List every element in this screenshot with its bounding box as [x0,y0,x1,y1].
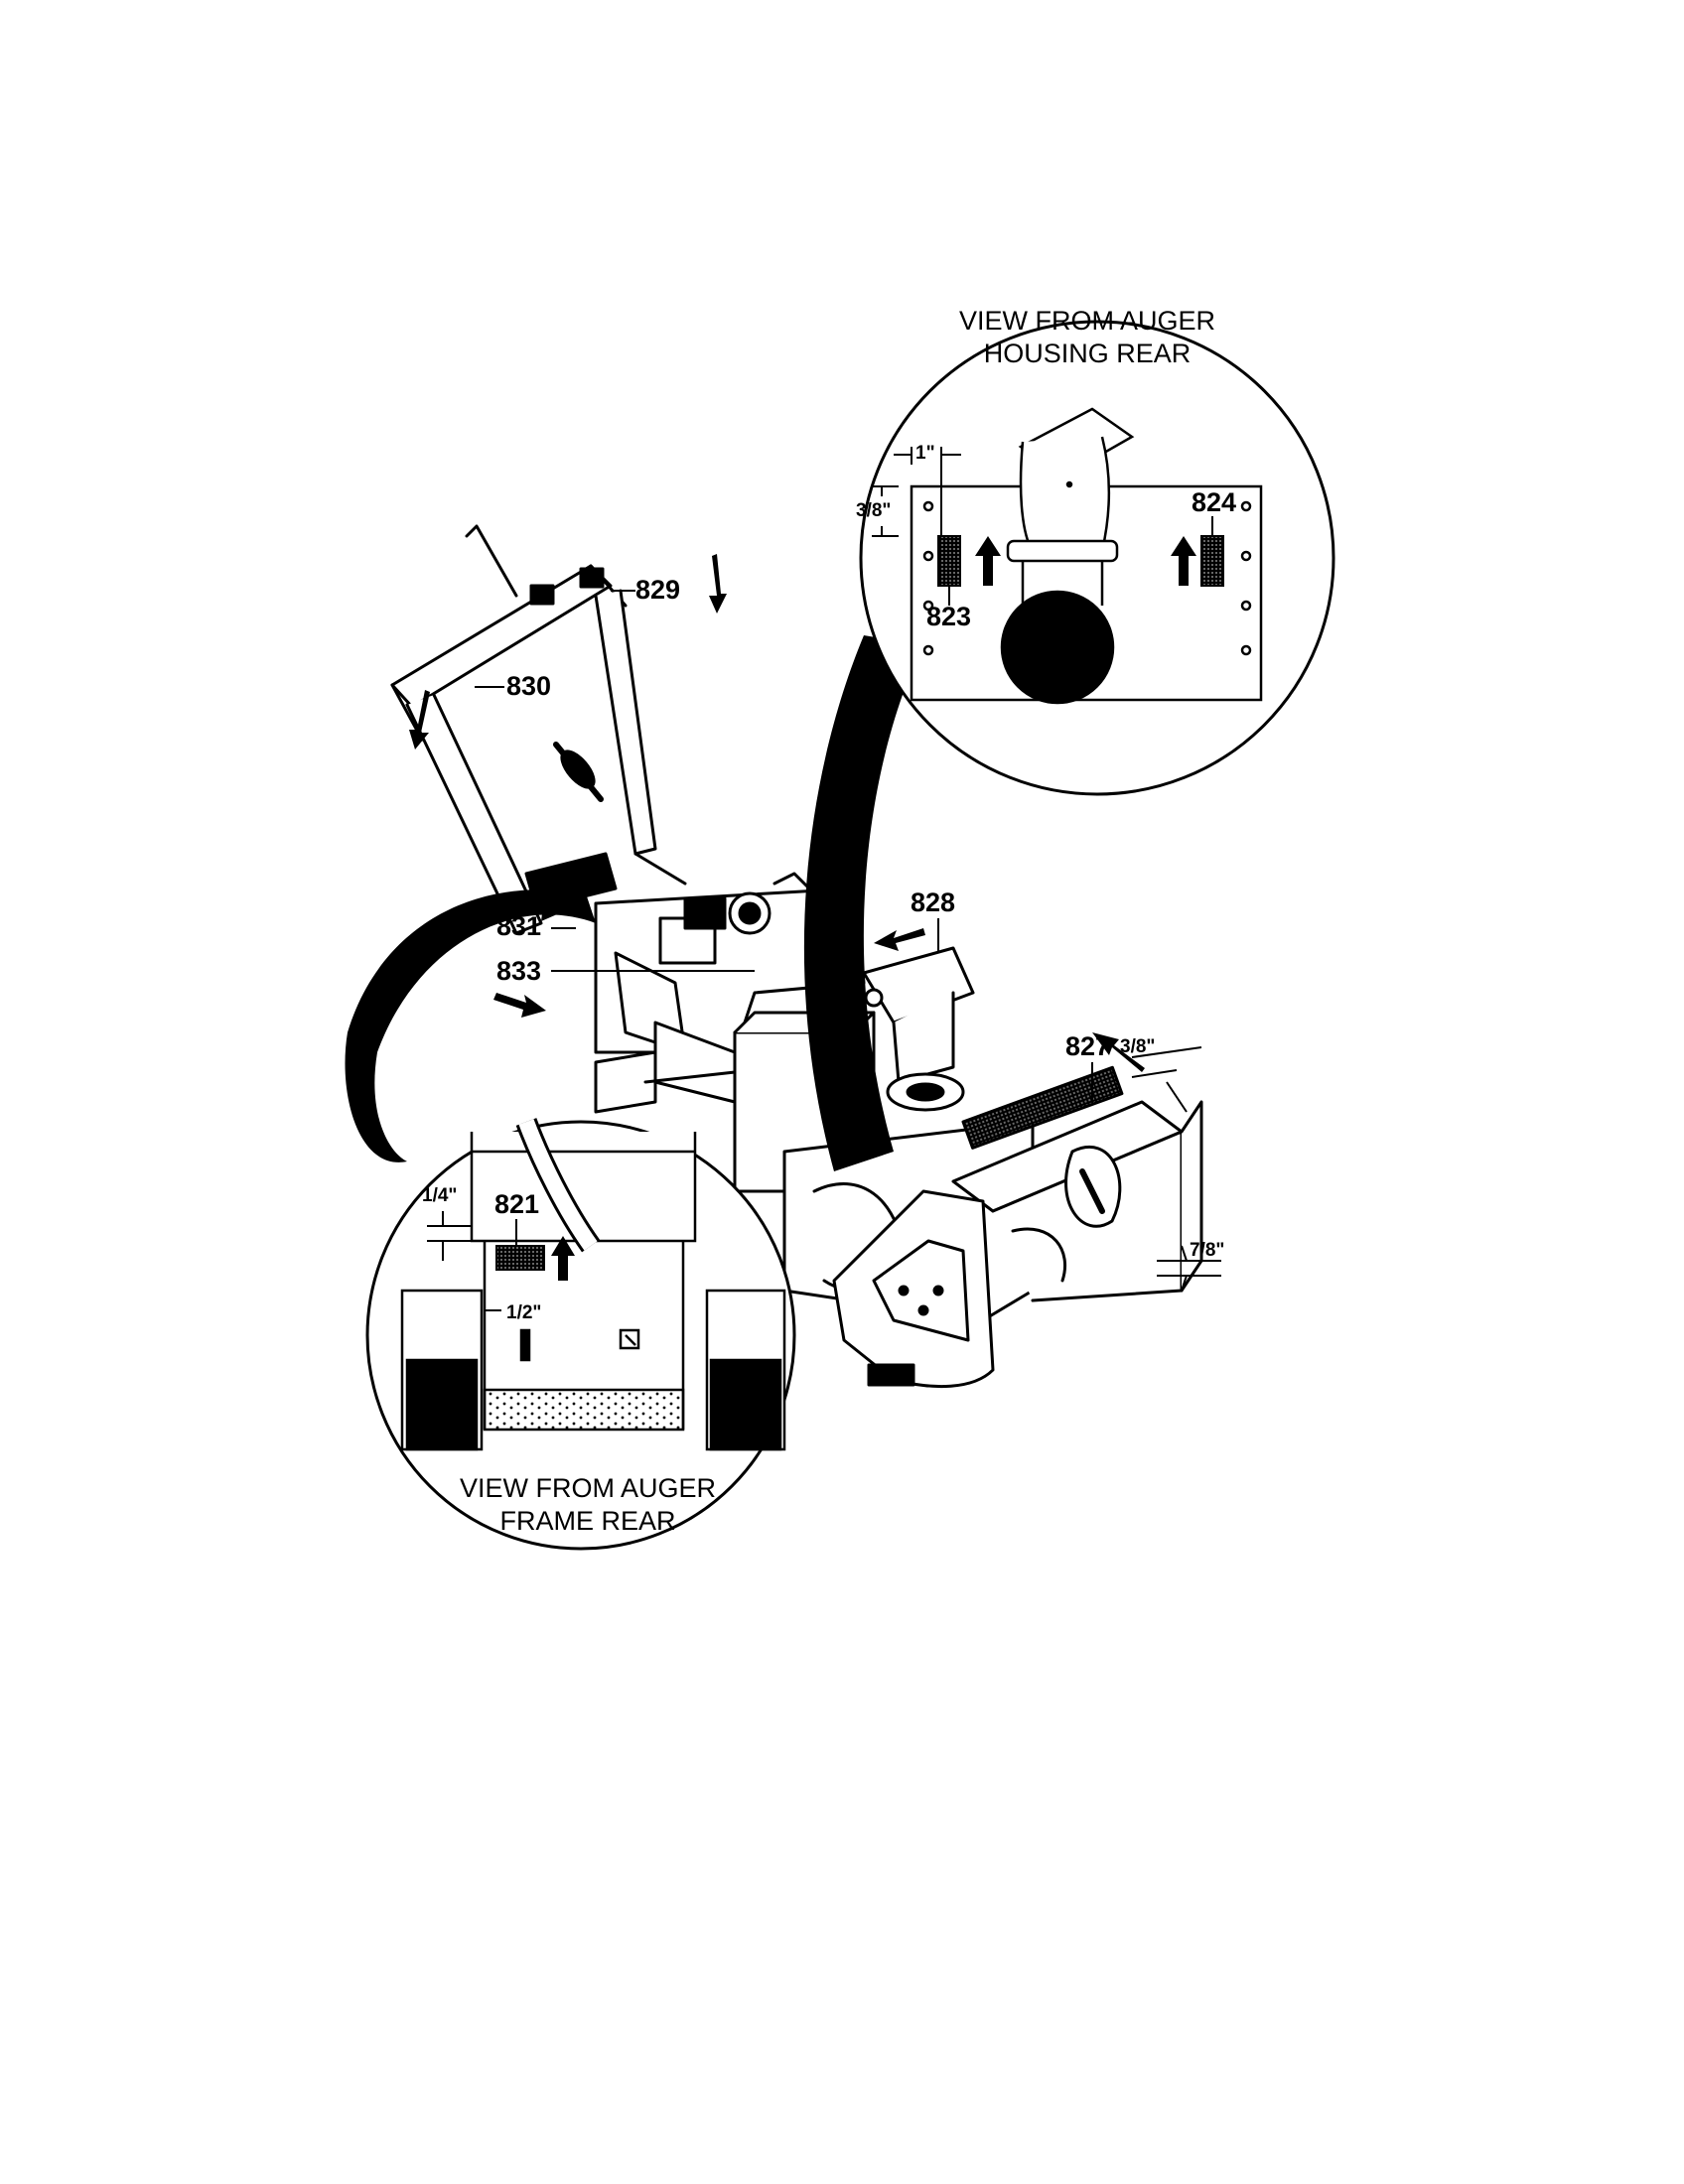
down-arrow-icon [409,690,430,750]
dimension-lines-main [1131,1046,1221,1292]
decal-821 [495,1245,545,1271]
dim-1-2: 1/2" [506,1302,541,1323]
up-left-arrow-icon [1092,1032,1145,1072]
label-824: 824 [1192,487,1236,517]
auger-housing [782,1065,1203,1388]
frame-base [594,1050,737,1114]
up-arrow-icon [551,1236,575,1281]
right-arrow-icon [494,893,564,921]
label-823: 823 [926,602,971,631]
label-828: 828 [911,887,955,917]
label-833: 833 [496,956,541,986]
inset-bottom-caption-1: VIEW FROM AUGER [460,1473,716,1503]
dim-3-8-right: 3/8" [1120,1036,1155,1057]
label-831: 831 [496,911,541,941]
left-arrow-icon [874,928,925,951]
inset-auger-housing-rear: 1" 3/8" 823 824 VIEW FROM AUGER HOUSING … [856,306,1335,796]
inset-auger-frame-rear: 1/4" 1/2" 821 VIEW FROM AUGER FRAME REAR [365,1118,796,1551]
label-827: 827 [1065,1031,1110,1061]
down-arrow-icon [709,554,727,614]
dimension-lines-bottom [427,1211,501,1311]
up-arrow-icon [975,536,1196,586]
inset-top-caption-1: VIEW FROM AUGER [959,306,1215,336]
main-callouts: 829 830 831 833 828 827 3/8" 7/8" [409,554,1224,1292]
label-821: 821 [494,1189,539,1219]
label-829: 829 [635,575,680,605]
right-arrow-icon [493,993,546,1018]
dim-1in: 1" [915,443,935,464]
handle-assembly [390,524,687,935]
discharge-chute [856,946,975,1112]
label-830: 830 [506,671,551,701]
dimension-lines [872,447,961,537]
decal-823 [937,535,961,587]
dim-1-4: 1/4" [422,1185,457,1206]
decal-824 [1200,535,1224,587]
dim-7-8: 7/8" [1190,1240,1224,1261]
inset-top-caption-2: HOUSING REAR [984,339,1192,368]
inset-bottom-caption-2: FRAME REAR [499,1506,675,1536]
dim-3-8-top: 3/8" [856,500,891,521]
